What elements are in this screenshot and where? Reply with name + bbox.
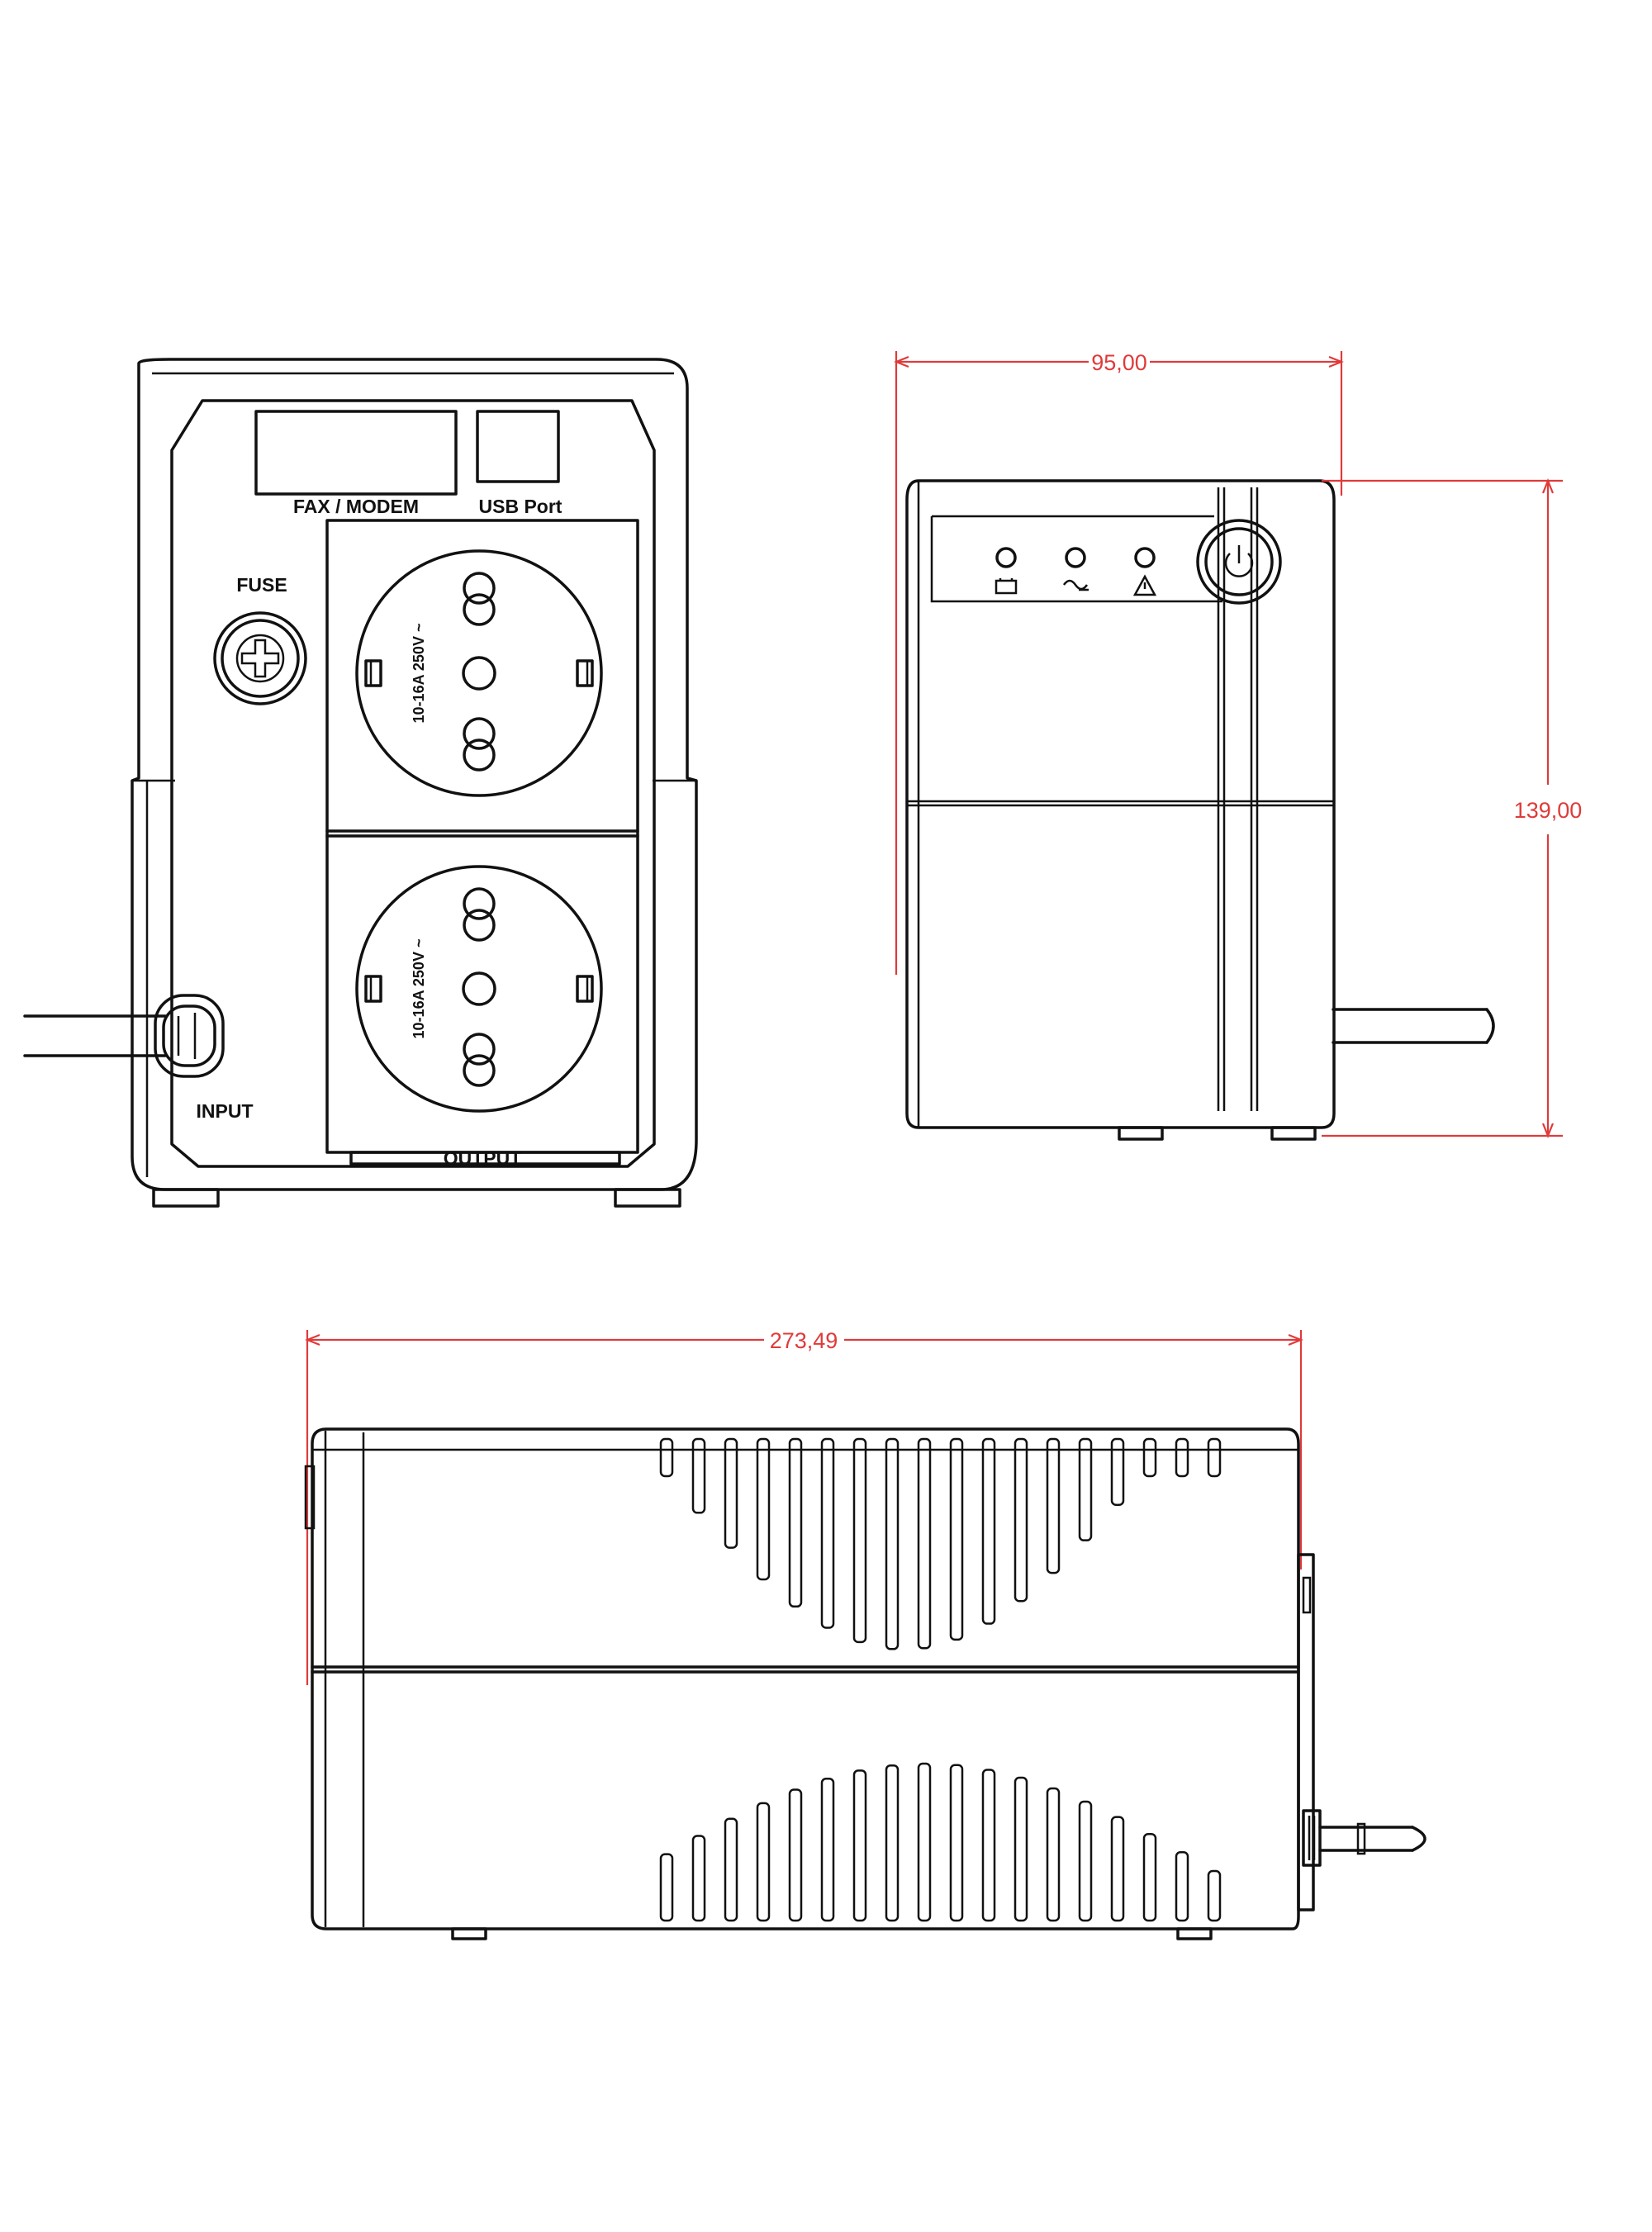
socket-1-rating: 10-16A 250V ~ bbox=[411, 624, 427, 724]
vent-slot bbox=[820, 1777, 835, 1922]
front-housing bbox=[131, 358, 698, 1191]
vent-slot bbox=[659, 1853, 674, 1922]
vent-slot bbox=[1110, 1437, 1125, 1507]
vent-slot bbox=[756, 1437, 771, 1581]
fax-modem-port bbox=[254, 410, 458, 496]
vent-slot bbox=[949, 1437, 964, 1641]
vent-slot bbox=[949, 1764, 964, 1922]
indicator-warning bbox=[1132, 547, 1157, 596]
bottom-view: 273,49 bbox=[304, 1328, 1427, 1940]
length-dimension-value: 273,49 bbox=[770, 1328, 838, 1353]
fuse-holder bbox=[213, 611, 307, 705]
vent-slot bbox=[691, 1835, 706, 1922]
plus-icon bbox=[240, 639, 280, 678]
front-panel bbox=[170, 399, 656, 1168]
battery-icon bbox=[995, 578, 1018, 595]
vent-slot bbox=[1014, 1437, 1028, 1603]
vent-slot bbox=[917, 1762, 932, 1922]
width-dimension-value: 95,00 bbox=[1091, 350, 1147, 375]
vent-slot bbox=[691, 1437, 706, 1514]
rear-connector bbox=[1297, 1553, 1315, 1911]
input-label: INPUT bbox=[197, 1100, 254, 1122]
vent-slot bbox=[788, 1788, 803, 1922]
vent-slot bbox=[1142, 1833, 1157, 1922]
vent-slot bbox=[659, 1437, 674, 1478]
vent-slot bbox=[1110, 1816, 1125, 1922]
vent-slot bbox=[1175, 1437, 1189, 1478]
fax-modem-label: FAX / MODEM bbox=[293, 496, 419, 517]
output-label: OUTPUT bbox=[444, 1147, 522, 1169]
height-dimension: 139,00 bbox=[1322, 478, 1583, 1138]
output-socket-2: 10-16A 250V ~ bbox=[355, 865, 603, 1113]
bottom-housing bbox=[311, 1427, 1300, 1930]
indicator-ac-power bbox=[1062, 547, 1089, 591]
vent-slot bbox=[917, 1437, 932, 1650]
vent-slot bbox=[1014, 1776, 1028, 1922]
vent-slot bbox=[1078, 1437, 1093, 1541]
usb-port bbox=[476, 410, 560, 483]
vent-slot bbox=[788, 1437, 803, 1608]
bottom-foot-right bbox=[1176, 1927, 1213, 1940]
vent-slot bbox=[1207, 1869, 1222, 1922]
vent-slot bbox=[852, 1437, 867, 1644]
vent-slot bbox=[1175, 1851, 1189, 1922]
vent-slot bbox=[724, 1817, 738, 1922]
vent-slot bbox=[885, 1437, 900, 1650]
usb-port-label: USB Port bbox=[479, 496, 563, 517]
socket-2-rating: 10-16A 250V ~ bbox=[411, 939, 427, 1039]
side-foot-left bbox=[1118, 1126, 1164, 1141]
bottom-vent-slots bbox=[659, 1762, 1222, 1922]
vent-slot bbox=[756, 1802, 771, 1922]
vent-slot bbox=[1207, 1437, 1222, 1478]
power-button bbox=[1196, 519, 1282, 605]
vent-slot bbox=[820, 1437, 835, 1629]
input-cord bbox=[23, 1014, 167, 1057]
input-grommet bbox=[154, 994, 225, 1078]
warning-icon bbox=[1132, 574, 1157, 596]
side-foot-right bbox=[1270, 1126, 1317, 1141]
side-housing bbox=[905, 479, 1336, 1129]
fuse-label: FUSE bbox=[236, 574, 287, 596]
front-foot-left bbox=[152, 1188, 220, 1208]
side-cable bbox=[1332, 1008, 1495, 1044]
vent-slot bbox=[852, 1769, 867, 1922]
vent-slot bbox=[1078, 1800, 1093, 1922]
vent-slot bbox=[724, 1437, 738, 1549]
vent-slot bbox=[1046, 1437, 1061, 1574]
vent-slot bbox=[1142, 1437, 1157, 1478]
front-view: FAX / MODEM USB Port FUSE INPUT OUTPUT bbox=[23, 358, 698, 1208]
top-vent-slots bbox=[659, 1437, 1222, 1650]
power-icon bbox=[1224, 545, 1254, 577]
length-dimension: 273,49 bbox=[305, 1328, 1303, 1685]
output-socket-1: 10-16A 250V ~ bbox=[355, 549, 603, 797]
bottom-foot-left bbox=[451, 1927, 487, 1940]
side-view: 95,00 139,00 bbox=[894, 350, 1583, 1141]
vent-slot bbox=[981, 1437, 996, 1625]
width-dimension: 95,00 bbox=[894, 350, 1344, 975]
vent-slot bbox=[981, 1769, 996, 1922]
vent-slot bbox=[1046, 1787, 1061, 1922]
height-dimension-value: 139,00 bbox=[1514, 798, 1583, 823]
vent-slot bbox=[885, 1764, 900, 1922]
ac-power-icon bbox=[1062, 579, 1089, 591]
front-foot-right bbox=[614, 1188, 681, 1208]
rear-plug bbox=[1302, 1809, 1427, 1867]
indicator-battery bbox=[995, 547, 1018, 595]
